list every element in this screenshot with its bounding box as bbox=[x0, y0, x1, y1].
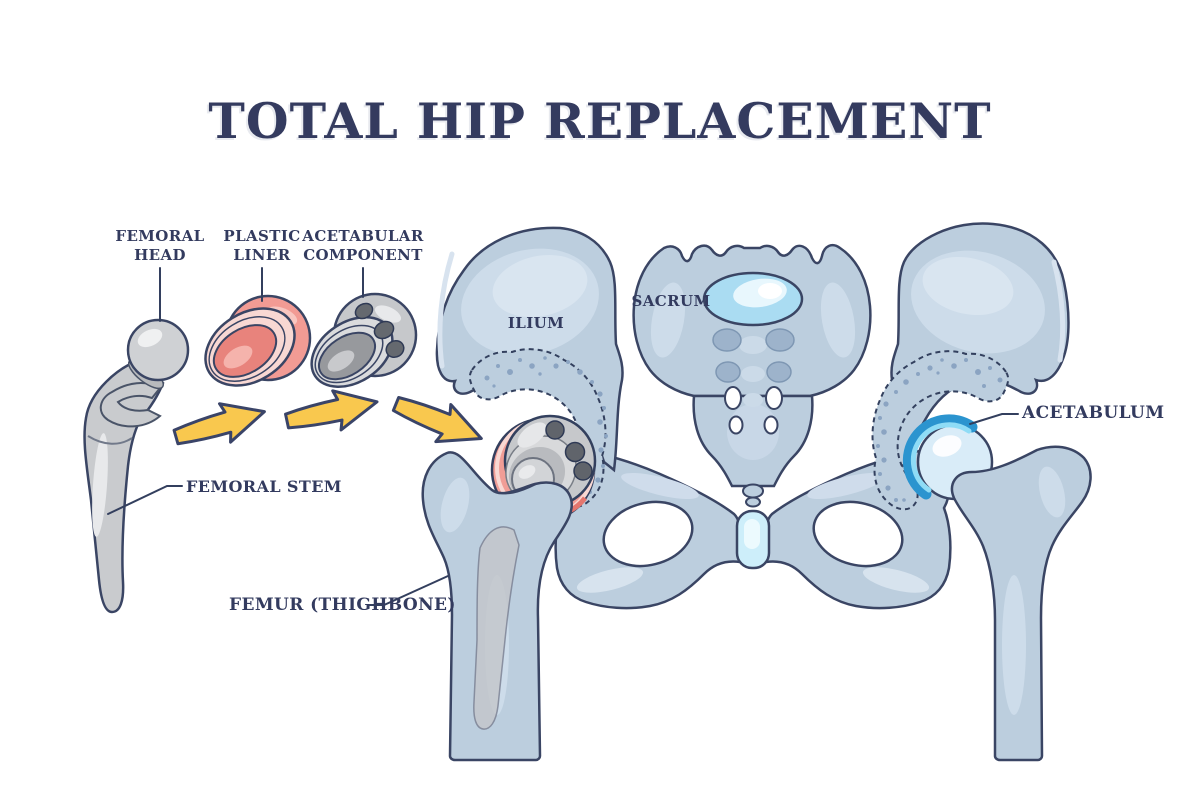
assembly-arrow-2 bbox=[284, 389, 379, 432]
acetabulum-cartilage bbox=[902, 414, 978, 500]
prosthesis-components bbox=[83, 292, 418, 614]
obturator-foramen-right bbox=[812, 500, 904, 568]
plastic-liner-component bbox=[204, 294, 312, 387]
coccyx bbox=[742, 483, 764, 499]
pelvis bbox=[435, 222, 1070, 610]
natural-hip-joint bbox=[871, 350, 1092, 762]
component-screw-holes bbox=[354, 302, 405, 359]
femoral-head-component bbox=[126, 318, 190, 382]
label-femoral-stem: FEMORAL STEM bbox=[186, 477, 342, 496]
ilium-right-wing bbox=[890, 222, 1070, 473]
assembly-arrows bbox=[172, 389, 483, 446]
leader-lines bbox=[107, 267, 1019, 606]
femoral-stem-component bbox=[83, 318, 190, 614]
lumbosacral-disc bbox=[702, 271, 804, 327]
label-sacrum: SACRUM bbox=[631, 292, 711, 310]
leader-femur bbox=[369, 575, 449, 606]
label-femoral-head: FEMORAL HEAD bbox=[115, 227, 205, 265]
label-femur: FEMUR (THIGHBONE) bbox=[229, 595, 456, 615]
pubic-symphysis bbox=[735, 509, 771, 570]
label-ilium: ILIUM bbox=[507, 314, 565, 332]
implant-stem-in-femur bbox=[473, 483, 537, 730]
assembly-arrow-3 bbox=[391, 396, 483, 444]
speckle-zone-left bbox=[468, 348, 608, 509]
label-plastic-liner: PLASTIC LINER bbox=[223, 227, 301, 265]
acetabular-component bbox=[310, 292, 418, 388]
leader-acetabulum bbox=[969, 413, 1019, 425]
sacral-foramina bbox=[712, 328, 795, 435]
leader-femoral-stem bbox=[107, 485, 183, 515]
assembly-arrow-1 bbox=[172, 402, 266, 446]
speckle-dots bbox=[876, 358, 1003, 502]
label-acetabulum: ACETABULUM bbox=[1022, 403, 1165, 423]
obturator-foramen-left bbox=[602, 500, 694, 568]
implanted-hip-joint bbox=[421, 348, 608, 762]
sacrum-bone bbox=[632, 244, 872, 508]
speckle-zone-right bbox=[871, 350, 1010, 511]
cup-screw-holes bbox=[545, 420, 593, 481]
diagram-title: TOTAL HIP REPLACEMENT bbox=[208, 92, 992, 150]
femur-right bbox=[950, 445, 1092, 762]
label-acetabular-component: ACETABULAR COMPONENT bbox=[302, 227, 424, 265]
speckle-dots bbox=[484, 356, 608, 504]
